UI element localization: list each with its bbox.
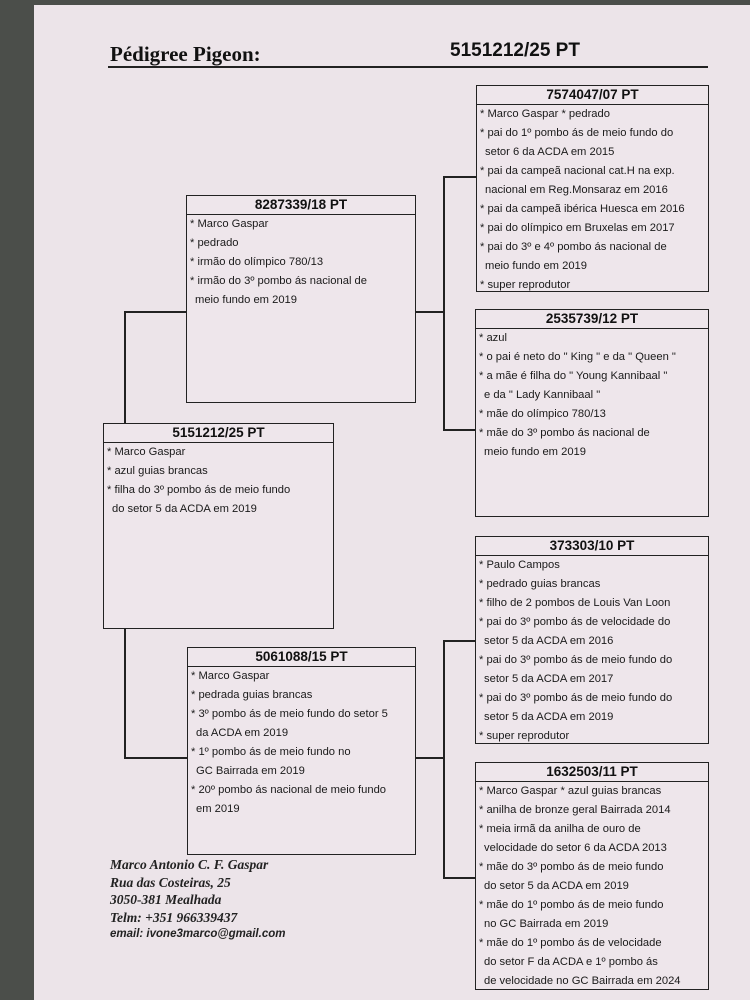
info-line: * irmão do olímpico 780/13 — [190, 256, 324, 268]
info-line: * pai do 3º pombo ás de velocidade do — [479, 616, 671, 628]
info-line: * super reprodutor — [480, 279, 571, 291]
info-line: nacional em Reg.Monsaraz em 2016 — [485, 184, 668, 196]
info-line: meio fundo em 2019 — [195, 294, 297, 306]
pigeon-box-sire-sire: 7574047/07 PT * Marco Gaspar * pedrado *… — [476, 85, 709, 292]
pigeon-box-main: 5151212/25 PT * Marco Gaspar * azul guia… — [103, 423, 334, 629]
connector-line — [443, 176, 445, 430]
connector-line — [124, 311, 126, 423]
owner-street: Rua das Costeiras, 25 — [110, 874, 231, 890]
connector-line — [124, 628, 126, 758]
ring-number: 7574047/07 PT — [477, 86, 708, 105]
info-line: * mãe do 1º pombo ás de velocidade — [479, 937, 662, 949]
info-line: * pedrado — [190, 237, 239, 249]
info-line: * pai da campeã nacional cat.H na exp. — [480, 165, 675, 177]
info-line: * pai da campeã ibérica Huesca em 2016 — [480, 203, 685, 215]
info-line: * filha do 3º pombo ás de meio fundo — [107, 484, 291, 496]
info-line: * mãe do 1º pombo ás de meio fundo — [479, 899, 664, 911]
info-line: do setor 5 da ACDA em 2019 — [112, 503, 257, 515]
info-line: setor 5 da ACDA em 2019 — [484, 711, 614, 723]
ring-number: 5061088/15 PT — [188, 648, 415, 667]
connector-line — [443, 429, 476, 431]
info-line: e da " Lady Kannibaal " — [484, 389, 601, 401]
info-line: * mãe do 3º pombo ás nacional de — [479, 427, 650, 439]
info-line: * pai do 3º e 4º pombo ás nacional de — [480, 241, 667, 253]
info-line: * Marco Gaspar — [190, 218, 269, 230]
info-line: * meia irmã da anilha de ouro de — [479, 823, 641, 835]
ring-number: 5151212/25 PT — [104, 424, 333, 443]
info-line: setor 6 da ACDA em 2015 — [485, 146, 615, 158]
owner-email: email: ivone3marco@gmail.com — [110, 928, 286, 940]
info-line: do setor F da ACDA e 1º pombo ás — [484, 956, 658, 968]
info-line: * anilha de bronze geral Bairrada 2014 — [479, 804, 671, 816]
ring-number: 2535739/12 PT — [476, 310, 708, 329]
connector-line — [415, 311, 443, 313]
info-line: * o pai é neto do " King " e da " Queen … — [479, 351, 676, 363]
info-line: * filho de 2 pombos de Louis Van Loon — [479, 597, 671, 609]
connector-line — [124, 311, 186, 313]
info-line: * a mãe é filha do " Young Kannibaal " — [479, 370, 668, 382]
info-line: * Paulo Campos — [479, 559, 560, 571]
info-line: * Marco Gaspar — [107, 446, 186, 458]
info-line: * pai do olímpico em Bruxelas em 2017 — [480, 222, 675, 234]
connector-line — [124, 757, 188, 759]
info-line: do setor 5 da ACDA em 2019 — [484, 880, 629, 892]
page-title: Pédigree Pigeon: — [110, 42, 261, 66]
info-line: meio fundo em 2019 — [484, 446, 586, 458]
info-line: * irmão do 3º pombo ás nacional de — [190, 275, 367, 287]
info-line: velocidade do setor 6 da ACDA 2013 — [484, 842, 667, 854]
title-underline — [108, 66, 708, 68]
info-line: * Marco Gaspar — [191, 670, 270, 682]
owner-city: 3050-381 Mealhada — [110, 892, 222, 907]
owner-address: Marco Antonio C. F. Gaspar Rua das Coste… — [110, 856, 285, 944]
pigeon-box-sire: 8287339/18 PT * Marco Gaspar * pedrado *… — [186, 195, 416, 403]
connector-line — [443, 176, 476, 178]
connector-line — [415, 757, 443, 759]
pigeon-box-dam: 5061088/15 PT * Marco Gaspar * pedrada g… — [187, 647, 416, 855]
connector-line — [443, 640, 476, 642]
info-line: GC Bairrada em 2019 — [196, 765, 305, 777]
info-line: setor 5 da ACDA em 2017 — [484, 673, 614, 685]
info-line: * Marco Gaspar * azul guias brancas — [479, 785, 662, 797]
info-line: setor 5 da ACDA em 2016 — [484, 635, 614, 647]
owner-name: Marco Antonio C. F. Gaspar — [110, 857, 269, 872]
info-line: no GC Bairrada em 2019 — [484, 918, 609, 930]
ring-number: 1632503/11 PT — [476, 763, 708, 782]
info-line: meio fundo em 2019 — [485, 260, 587, 272]
connector-line — [443, 877, 476, 879]
pigeon-box-dam-dam: 1632503/11 PT * Marco Gaspar * azul guia… — [475, 762, 709, 990]
info-line: * pedrada guias brancas — [191, 689, 313, 701]
info-line: * azul guias brancas — [107, 465, 208, 477]
info-line: da ACDA em 2019 — [196, 727, 289, 739]
info-line: * pedrado guias brancas — [479, 578, 601, 590]
info-line: * pai do 3º pombo ás de meio fundo do — [479, 654, 673, 666]
info-line: * mãe do olímpico 780/13 — [479, 408, 606, 420]
info-line: * pai do 3º pombo ás de meio fundo do — [479, 692, 673, 704]
info-line: * 20º pombo ás nacional de meio fundo — [191, 784, 387, 796]
title-ring-number: 5151212/25 PT — [450, 40, 580, 61]
pigeon-box-dam-sire: 373303/10 PT * Paulo Campos * pedrado gu… — [475, 536, 709, 744]
info-line: * super reprodutor — [479, 730, 570, 742]
info-line: * 1º pombo ás de meio fundo no — [191, 746, 351, 758]
ring-number: 8287339/18 PT — [187, 196, 415, 215]
info-line: de velocidade no GC Bairrada em 2024 — [484, 975, 681, 987]
info-line: * mãe do 3º pombo ás de meio fundo — [479, 861, 664, 873]
connector-line — [443, 640, 445, 878]
info-line: em 2019 — [196, 803, 240, 815]
info-line: * Marco Gaspar * pedrado — [480, 108, 610, 120]
pigeon-box-sire-dam: 2535739/12 PT * azul * o pai é neto do "… — [475, 309, 709, 517]
owner-phone: Telm: +351 966339437 — [110, 909, 238, 925]
info-line: * 3º pombo ás de meio fundo do setor 5 — [191, 708, 388, 720]
info-line: * azul — [479, 332, 507, 344]
info-line: * pai do 1º pombo ás de meio fundo do — [480, 127, 674, 139]
ring-number: 373303/10 PT — [476, 537, 708, 556]
